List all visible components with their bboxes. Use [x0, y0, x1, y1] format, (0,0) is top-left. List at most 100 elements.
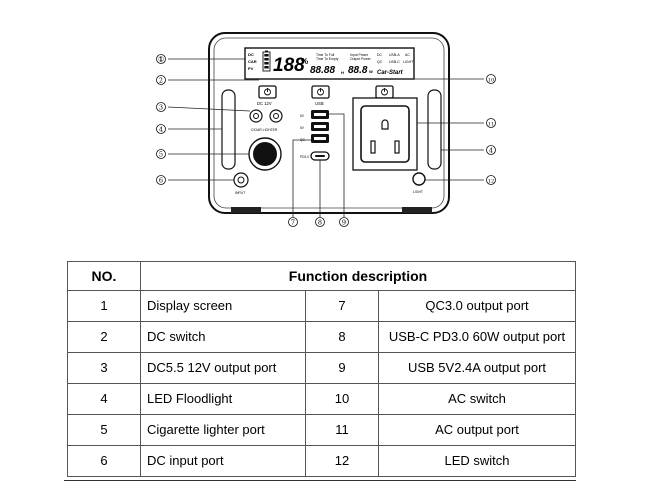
row-description: DC switch: [140, 321, 306, 353]
usb-port-2-label: 5V: [300, 126, 305, 130]
svg-text:3: 3: [159, 104, 163, 112]
ac-power-button[interactable]: [375, 85, 394, 99]
lcd-indicator-ac: AC: [405, 53, 410, 57]
lcd-output-indicators: DC USB-A AC QC USB-C LIGHT: [377, 53, 414, 64]
callout-5: 5: [156, 149, 166, 159]
svg-text:1: 1: [159, 56, 163, 64]
svg-text:12: 12: [488, 178, 494, 184]
row-number: 5: [67, 414, 141, 446]
callout-8: 8: [315, 217, 325, 227]
row-description-2: QC3.0 output port: [378, 290, 576, 322]
svg-text:2: 2: [159, 77, 163, 85]
row-description: Cigarette lighter port: [140, 414, 306, 446]
lcd-time-digits: 88.88: [310, 65, 335, 76]
dc-input-port[interactable]: [233, 172, 249, 188]
cigar-lighter-label: CIGAR LIGHTER: [251, 128, 278, 132]
row-description: LED Floodlight: [140, 383, 306, 415]
callout-11: 11: [486, 118, 496, 128]
usb-a-port-1[interactable]: [311, 110, 329, 119]
usb-c-port[interactable]: [310, 151, 330, 161]
led-switch-button[interactable]: [412, 172, 426, 186]
lcd-battery-percent-digits: 188: [273, 55, 305, 76]
row-number-2: 8: [305, 321, 379, 353]
svg-text:6: 6: [159, 177, 163, 185]
lcd-screen: [244, 47, 415, 80]
dc-12v-label: DC 12V: [257, 101, 272, 106]
lcd-indicator-dc: DC: [377, 53, 383, 57]
power-station-front-panel-diagram: DC CAR PV 188 % Time To Full Time To Emp…: [156, 32, 496, 227]
row-number-2: 10: [305, 383, 379, 415]
svg-text:①: ①: [158, 55, 164, 63]
row-description-2: USB-C PD3.0 60W output port: [378, 321, 576, 353]
svg-text:10: 10: [488, 77, 494, 83]
callout-10: 10: [486, 74, 496, 84]
svg-text:5: 5: [159, 151, 163, 159]
usb-power-button[interactable]: [311, 85, 330, 99]
ac-outlet[interactable]: [352, 97, 418, 171]
cigarette-lighter-port[interactable]: [248, 137, 282, 171]
usb-a-qc-port[interactable]: [311, 134, 329, 143]
dc-power-button[interactable]: [258, 85, 277, 99]
row-number: 6: [67, 445, 141, 477]
callout-12: 12: [486, 175, 496, 185]
right-led-floodlight: [427, 89, 442, 170]
callout-6: 6: [156, 175, 166, 185]
lcd-car-start-label: Car-Start: [377, 70, 404, 76]
usb-label: USB: [315, 101, 324, 106]
svg-text:4: 4: [489, 147, 493, 155]
bottom-rule: [64, 480, 576, 481]
lcd-input-power-label: Input Power: [350, 53, 369, 57]
lcd-car-label: CAR: [248, 59, 257, 64]
lcd-indicator-usba: USB-A: [389, 53, 400, 57]
row-description-2: AC switch: [378, 383, 576, 415]
svg-text:4: 4: [159, 126, 163, 134]
callout-4-right: 4: [486, 145, 496, 155]
row-number-2: 7: [305, 290, 379, 322]
lcd-time-unit: H: [341, 70, 344, 75]
svg-text:11: 11: [488, 121, 494, 127]
lcd-output-power-label: Output Power: [350, 57, 372, 61]
callout-7: 7: [288, 217, 298, 227]
usb-c-label: PD3.0: [300, 155, 309, 159]
callout-2: 2: [156, 75, 166, 85]
svg-text:9: 9: [342, 219, 346, 227]
row-number-2: 12: [305, 445, 379, 477]
dc-output-port-2[interactable]: [269, 109, 283, 123]
lcd-pv-label: PV: [248, 66, 254, 71]
row-description: DC5.5 12V output port: [140, 352, 306, 384]
left-foot: [231, 207, 261, 213]
lcd-dc-label: DC: [248, 52, 254, 57]
row-number: 2: [67, 321, 141, 353]
header-function-description: Function description: [140, 261, 576, 291]
callout-3: 3: [156, 102, 166, 112]
row-description: DC input port: [140, 445, 306, 477]
lcd-indicator-usbc: USB-C: [389, 60, 400, 64]
row-description-2: AC output port: [378, 414, 576, 446]
table-header-row: NO. Function description: [67, 261, 576, 291]
callout-leader-lines: [167, 58, 484, 217]
callout-4-left: 4: [156, 124, 166, 134]
svg-text:7: 7: [291, 219, 295, 227]
dc-output-port-1[interactable]: [249, 109, 263, 123]
row-description-2: LED switch: [378, 445, 576, 477]
callout-1: ①1: [156, 54, 166, 64]
usb-a-port-2[interactable]: [311, 122, 329, 131]
input-label: INPUT: [235, 191, 245, 195]
row-description: Display screen: [140, 290, 306, 322]
right-foot: [402, 207, 432, 213]
row-number-2: 11: [305, 414, 379, 446]
lcd-time-to-full-label: Time To Full: [316, 53, 335, 57]
header-no: NO.: [67, 261, 141, 291]
lcd-time-to-empty-label: Time To Empty: [316, 57, 339, 61]
lcd-power-digits: 88.8: [348, 65, 368, 76]
callout-9: 9: [339, 217, 349, 227]
lcd-left-labels: DC CAR PV: [248, 52, 257, 71]
